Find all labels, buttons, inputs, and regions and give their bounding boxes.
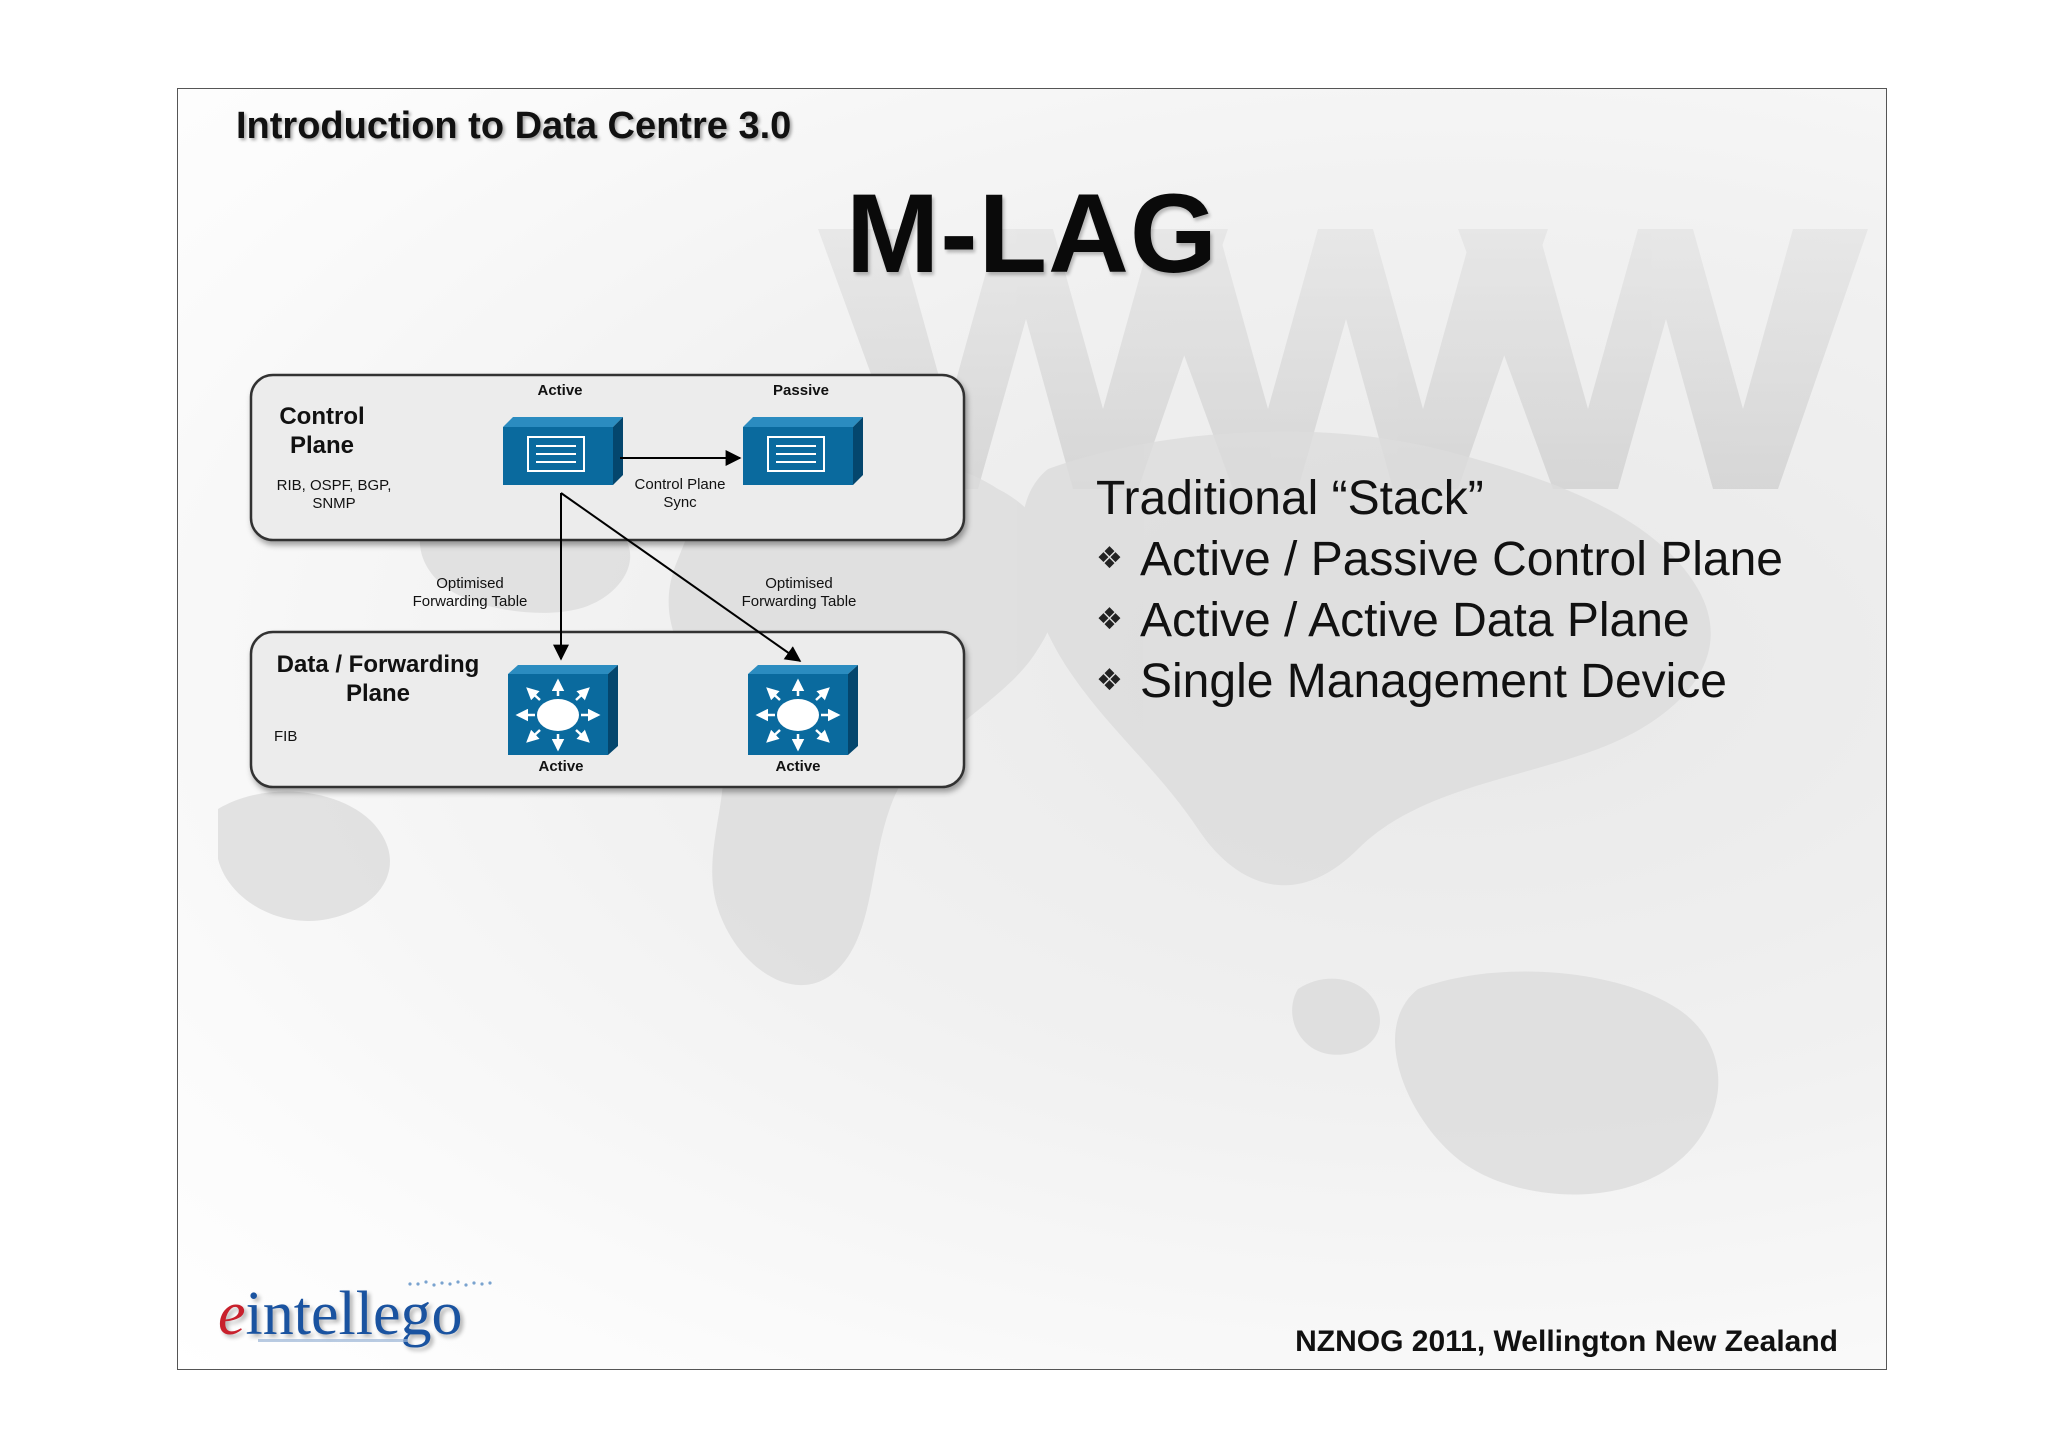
control-plane-label-2: Plane: [290, 432, 354, 459]
sync-label-2: Sync: [663, 494, 697, 511]
bullet-item: ❖ Single Management Device: [1096, 651, 1783, 712]
control-plane-detail: RIB, OSPF, BGP,: [277, 477, 392, 494]
logo-name: intellego: [245, 1280, 463, 1348]
bullet-text: Active / Passive Control Plane: [1140, 533, 1783, 586]
diamond-bullet-icon: ❖: [1096, 603, 1123, 636]
edge-left-label: Optimised: [436, 575, 504, 592]
logo-first-letter: e: [218, 1280, 246, 1348]
slide: Introduction to Data Centre 3.0 M-LAG Co…: [177, 88, 1887, 1370]
footer-event-text: NZNOG 2011, Wellington New Zealand: [1295, 1325, 1838, 1358]
bullet-item: ❖ Active / Active Data Plane: [1096, 590, 1783, 651]
edge-right-label-2: Forwarding Table: [742, 593, 857, 610]
bullet-item: ❖ Active / Passive Control Plane: [1096, 529, 1783, 590]
control-plane-detail-2: SNMP: [312, 495, 355, 512]
mlag-diagram: Control Plane RIB, OSPF, BGP, SNMP Data …: [249, 373, 966, 789]
control-plane-active-device-icon: [503, 417, 623, 485]
bullets-heading: Traditional “Stack”: [1096, 472, 1484, 525]
data-plane-left-switch-icon: [508, 665, 618, 755]
control-plane-passive-device-icon: [743, 417, 863, 485]
bullet-text: Active / Active Data Plane: [1140, 594, 1690, 647]
control-active-label: Active: [537, 382, 582, 399]
forwarding-arrow-right: [560, 492, 802, 662]
control-plane-label: Control: [279, 403, 364, 430]
eintellego-logo: eintellego: [218, 1279, 508, 1359]
logo-tagline-mark-icon: [258, 1339, 408, 1342]
data-plane-label-2: Plane: [346, 680, 410, 707]
header-title: Introduction to Data Centre 3.0: [236, 105, 792, 147]
diamond-bullet-icon: ❖: [1096, 542, 1123, 575]
data-plane-right-switch-icon: [748, 665, 858, 755]
edge-right-label: Optimised: [765, 575, 833, 592]
bullet-list: Traditional “Stack” ❖ Active / Passive C…: [1096, 469, 1783, 712]
diamond-bullet-icon: ❖: [1096, 664, 1123, 697]
sync-label: Control Plane: [635, 476, 726, 493]
data-plane-label: Data / Forwarding: [277, 651, 480, 678]
data-right-active-label: Active: [775, 758, 820, 775]
bullet-text: Single Management Device: [1140, 655, 1727, 708]
logo-dots-icon: [408, 1280, 492, 1287]
edge-left-label-2: Forwarding Table: [413, 593, 528, 610]
slide-title: M-LAG: [845, 171, 1218, 296]
data-plane-detail: FIB: [274, 728, 297, 745]
data-left-active-label: Active: [538, 758, 583, 775]
control-passive-label: Passive: [773, 382, 829, 399]
